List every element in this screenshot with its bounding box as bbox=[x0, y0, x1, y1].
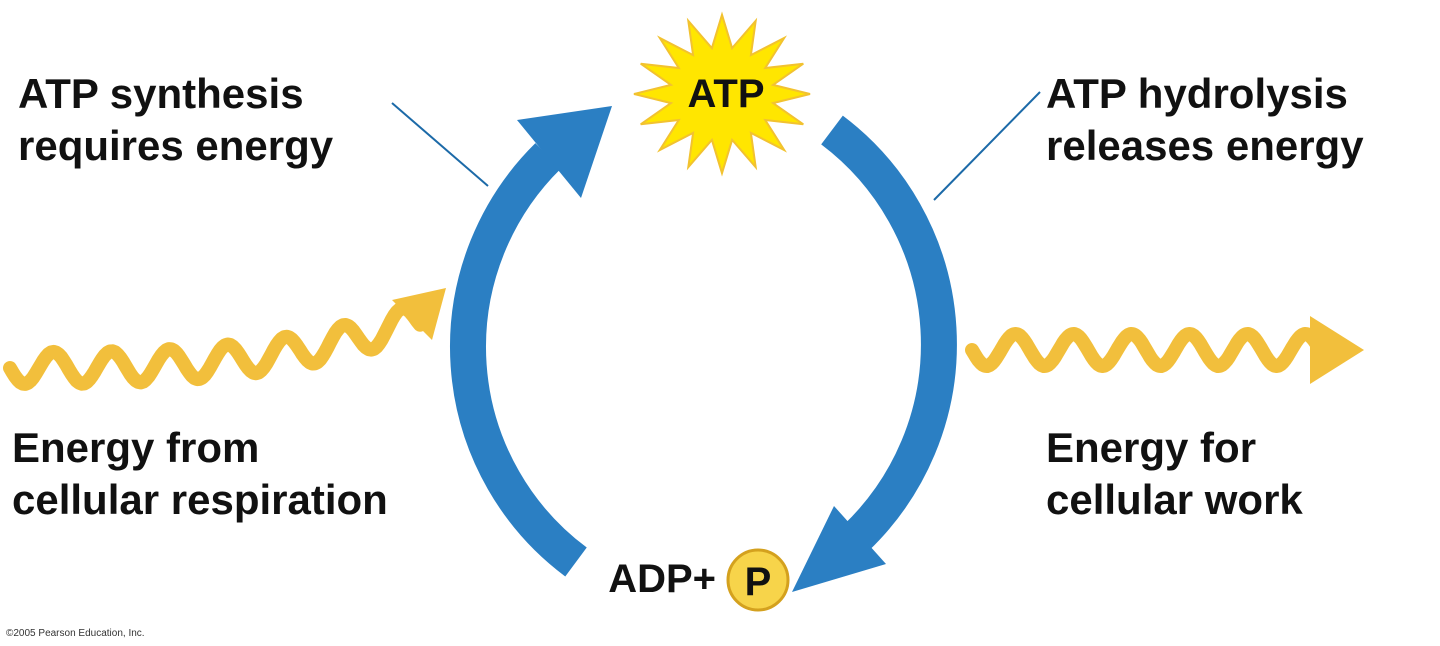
synthesis-arrow-body bbox=[450, 143, 587, 577]
energy-output-label: Energy for cellular work bbox=[1046, 424, 1303, 523]
adp-label: ADP+ bbox=[608, 557, 716, 601]
energy-output-arrowhead bbox=[1310, 316, 1364, 384]
synthesis-label-line2: requires energy bbox=[18, 122, 334, 169]
hydrolysis-cycle-arrow bbox=[792, 115, 957, 592]
energy-input-label: Energy from cellular respiration bbox=[12, 424, 388, 523]
hydrolysis-label-line1: ATP hydrolysis bbox=[1046, 70, 1348, 117]
energy-output-label-line1: Energy for bbox=[1046, 424, 1256, 471]
energy-input-wave-path bbox=[3, 301, 427, 391]
energy-input-arrowhead bbox=[392, 288, 446, 340]
synthesis-label: ATP synthesis requires energy bbox=[18, 70, 334, 169]
energy-output-label-line2: cellular work bbox=[1046, 476, 1303, 523]
energy-output-wave bbox=[965, 316, 1364, 384]
phosphate-circle bbox=[726, 548, 790, 612]
hydrolysis-arrow-body bbox=[821, 115, 957, 552]
phosphate-label: P bbox=[745, 560, 772, 604]
hydrolysis-label: ATP hydrolysis releases energy bbox=[1046, 70, 1364, 169]
energy-input-wave bbox=[3, 288, 446, 391]
atp-starburst-shape bbox=[633, 11, 811, 177]
energy-output-wave-path bbox=[965, 327, 1327, 373]
hydrolysis-label-line2: releases energy bbox=[1046, 122, 1364, 169]
synthesis-leader-line bbox=[391, 102, 489, 187]
atp-label: ATP bbox=[687, 72, 764, 116]
hydrolysis-arrowhead bbox=[792, 506, 886, 592]
hydrolysis-leader-line bbox=[933, 91, 1041, 201]
energy-input-label-line1: Energy from bbox=[12, 424, 259, 471]
synthesis-label-line1: ATP synthesis bbox=[18, 70, 304, 117]
atp-starburst: ATP bbox=[633, 11, 811, 177]
energy-input-label-line2: cellular respiration bbox=[12, 476, 388, 523]
adp-phosphate-group: ADP+ P bbox=[608, 548, 790, 612]
synthesis-cycle-arrow bbox=[450, 106, 612, 577]
synthesis-arrowhead bbox=[517, 106, 612, 198]
copyright-credit: ©2005 Pearson Education, Inc. bbox=[6, 628, 145, 639]
